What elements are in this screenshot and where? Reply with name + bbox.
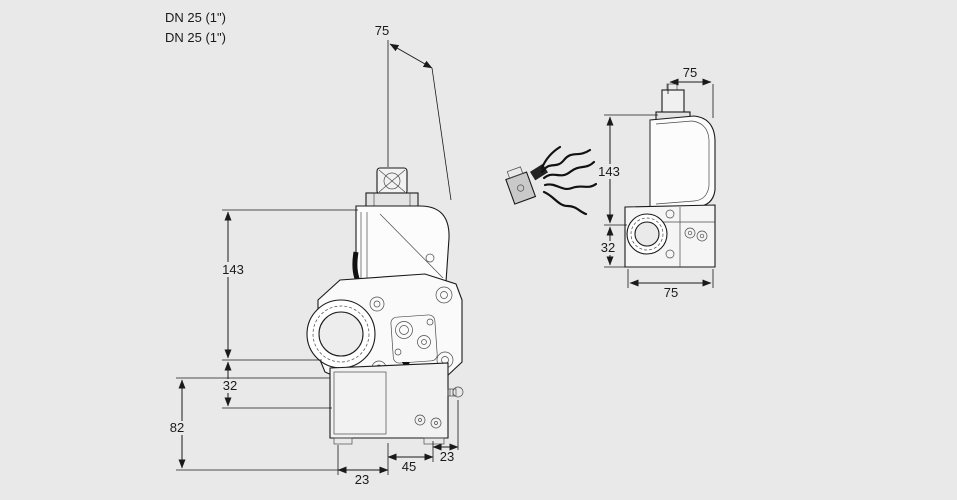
dim-label-side-143: 143 — [598, 164, 620, 179]
side-valve-body — [624, 83, 716, 268]
dn-label-2: DN 25 (1") — [165, 30, 226, 45]
dim-label-front-23-left: 23 — [355, 472, 369, 487]
dim-label-front-23-right: 23 — [440, 449, 454, 464]
side-flange — [626, 213, 668, 255]
dim-front-height-143: 143 — [218, 209, 358, 361]
front-base-block — [329, 362, 464, 445]
front-mid-body — [306, 273, 463, 385]
dim-label-front-32: 32 — [223, 378, 237, 393]
dim-label-front-82: 82 — [170, 420, 184, 435]
connector-wires — [540, 145, 598, 216]
front-valve-plate — [390, 314, 438, 364]
electrical-connector — [505, 145, 598, 216]
connector-plug — [505, 166, 537, 205]
front-inlet-flange — [306, 299, 376, 369]
dim-side-bottom-75: 75 — [627, 269, 714, 300]
front-side-pin — [447, 386, 464, 398]
side-body-block — [624, 204, 716, 268]
dim-front-bottom-center-45: 45 — [387, 441, 434, 474]
side-top-cap — [655, 83, 691, 121]
side-view: 75 143 32 75 — [595, 65, 716, 300]
front-top-cap — [365, 167, 419, 209]
dim-label-front-75: 75 — [375, 23, 389, 38]
dim-label-side-32: 32 — [601, 240, 615, 255]
dim-label-front-45: 45 — [402, 459, 416, 474]
connector-cable-gland — [529, 163, 548, 181]
dim-label-side-75-bottom: 75 — [664, 285, 678, 300]
dim-front-base-82: 82 — [166, 377, 338, 471]
dim-front-top-width: 75 — [375, 23, 452, 201]
dim-front-bottom-right-23: 23 — [432, 400, 459, 464]
dim-side-flange-32: 32 — [597, 226, 625, 268]
dim-label-side-75-top: 75 — [683, 65, 697, 80]
dn-label-1: DN 25 (1") — [165, 10, 226, 25]
dim-front-bottom-left-23: 23 — [337, 443, 389, 487]
front-view: DN 25 (1") DN 25 (1") 75 143 32 — [165, 10, 464, 487]
dim-front-flange-32: 32 — [219, 361, 332, 409]
dim-side-top-75: 75 — [667, 65, 714, 118]
side-actuator-housing — [649, 115, 716, 211]
product-labels: DN 25 (1") DN 25 (1") — [165, 10, 226, 45]
front-valve-body — [306, 167, 464, 445]
dim-label-front-143: 143 — [222, 262, 244, 277]
dim-side-height-143: 143 — [595, 114, 658, 226]
